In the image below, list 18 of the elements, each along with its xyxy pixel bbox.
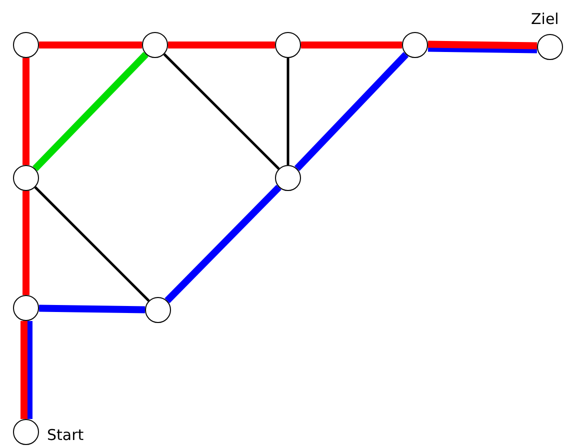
route-line	[294, 52, 409, 172]
route-line	[301, 42, 402, 48]
route-line	[22, 191, 30, 295]
route-line	[168, 42, 275, 48]
node-caption: Start	[47, 428, 84, 443]
route-line	[286, 58, 290, 165]
route-line	[163, 53, 280, 170]
node-caption: Ziel	[531, 12, 559, 27]
route-line	[20, 321, 28, 419]
route-line	[26, 321, 32, 419]
route-line	[34, 186, 150, 302]
route-line	[22, 58, 30, 165]
route-line	[428, 40, 538, 50]
route-line	[39, 42, 142, 48]
route-line	[32, 52, 148, 172]
route-line	[428, 44, 538, 54]
route-line	[164, 184, 282, 304]
route-line	[38, 304, 146, 314]
